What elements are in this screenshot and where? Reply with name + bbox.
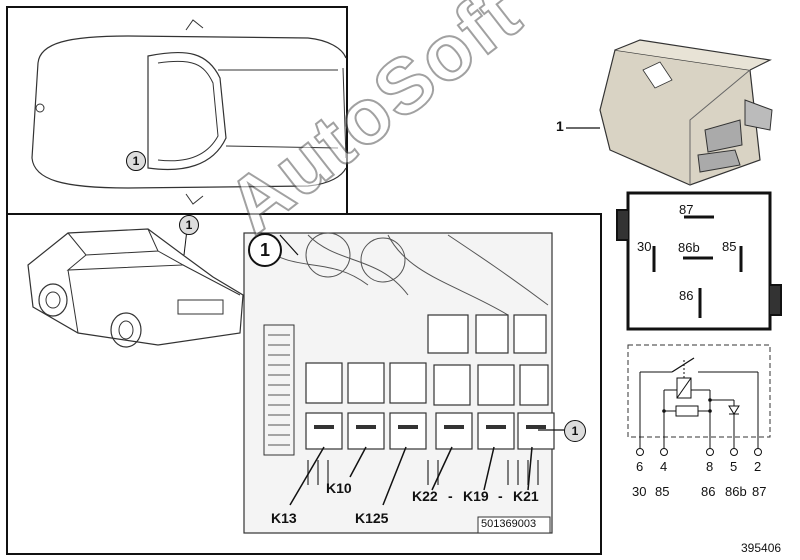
- terminal-85-label: 85: [722, 239, 737, 254]
- terminal-87-label: 87: [679, 202, 694, 217]
- top-view-callout-1: 1: [126, 151, 146, 171]
- drawing-number: 501369003: [481, 518, 537, 530]
- car-view-callout-1: 1: [179, 215, 199, 235]
- label-k21: K21: [513, 488, 539, 504]
- relay-position-callout-1: 1: [564, 420, 586, 442]
- label-k19: K19: [463, 488, 489, 504]
- terminal-86-label: 86: [679, 288, 694, 303]
- label-dash-1: -: [448, 488, 453, 504]
- pin-number-5: 2: [754, 459, 762, 474]
- fusebox-callout-1: 1: [248, 233, 282, 267]
- circuit-terminal-86: 86: [701, 484, 716, 499]
- terminal-30-label: 30: [637, 239, 652, 254]
- pin-number-4: 5: [730, 459, 738, 474]
- pin-number-1: 6: [636, 459, 644, 474]
- pin-number-2: 4: [660, 459, 668, 474]
- terminal-86b-label: 86b: [678, 240, 700, 255]
- label-k13: K13: [271, 510, 297, 526]
- fusebox-drawing: [243, 232, 564, 534]
- fusebox-panel: 1: [6, 213, 602, 555]
- relay-item-number: 1: [556, 118, 564, 134]
- pin-number-3: 8: [706, 459, 714, 474]
- label-dash-2: -: [498, 488, 503, 504]
- car-top-outline: [31, 19, 347, 205]
- circuit-terminal-86b: 86b: [725, 484, 747, 499]
- circuit-terminal-30: 30: [632, 484, 647, 499]
- image-number: 395406: [741, 541, 782, 555]
- circuit-terminal-85: 85: [655, 484, 670, 499]
- label-k125: K125: [355, 510, 389, 526]
- label-k10: K10: [326, 480, 352, 496]
- label-k22: K22: [412, 488, 438, 504]
- car-top-view-panel: 1: [6, 6, 348, 216]
- circuit-terminal-87: 87: [752, 484, 767, 499]
